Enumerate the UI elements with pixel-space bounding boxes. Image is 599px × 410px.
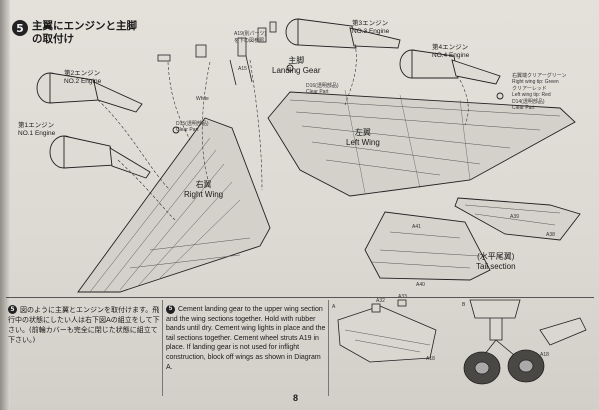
- diagram-b-label: B: [462, 302, 466, 308]
- right-wing-drawing: [77, 117, 271, 293]
- step-bullet-en: 5: [166, 305, 175, 314]
- step-number-badge: 5: [12, 20, 28, 36]
- page-edge-shadow: [0, 0, 10, 410]
- part-a40-label: A40: [416, 282, 425, 288]
- diagram-b-drawing: [463, 299, 587, 385]
- step-title: 主翼にエンジンと主脚の取付け: [32, 20, 137, 45]
- part-a32-label: A32: [376, 298, 385, 304]
- engine-1-drawing: [49, 135, 151, 179]
- d16-note: D16(透明部品)Clear Part: [306, 83, 339, 95]
- landing-gear-top-drawing: [157, 21, 277, 86]
- left-wing-drawing: [267, 91, 576, 197]
- diagram-a-label: A: [332, 304, 336, 310]
- page-number: 8: [293, 393, 299, 403]
- step-bullet-jp: 5: [8, 305, 17, 314]
- d15-note: D15(透明部品)Clear Part: [176, 121, 209, 133]
- engine-4-drawing: [399, 49, 501, 85]
- step-header: 5 主翼にエンジンと主脚の取付け: [12, 20, 144, 46]
- engine-3-drawing: [285, 18, 401, 49]
- column-divider-2: [328, 300, 329, 396]
- tail-section-label: (水平尾翼)Tail section: [476, 252, 516, 271]
- part-a38-label: A38: [546, 232, 555, 238]
- part-a18-label: A18: [426, 356, 435, 362]
- part-a18b-label: A18: [540, 352, 549, 358]
- a19-note: A19(別パーツ)を下の図参照: [234, 31, 267, 44]
- column-divider-1: [162, 300, 163, 396]
- part-a41-label: A41: [412, 224, 421, 230]
- section-divider: [6, 297, 594, 298]
- tail-right-drawing: [454, 197, 581, 241]
- white-note: White: [196, 96, 209, 102]
- tail-left-drawing: [364, 211, 491, 281]
- part-a15-label: A15: [238, 66, 247, 72]
- diagram-a-drawing: [337, 305, 437, 363]
- engine-2-drawing: [36, 72, 143, 113]
- part-a39-label: A39: [510, 214, 519, 220]
